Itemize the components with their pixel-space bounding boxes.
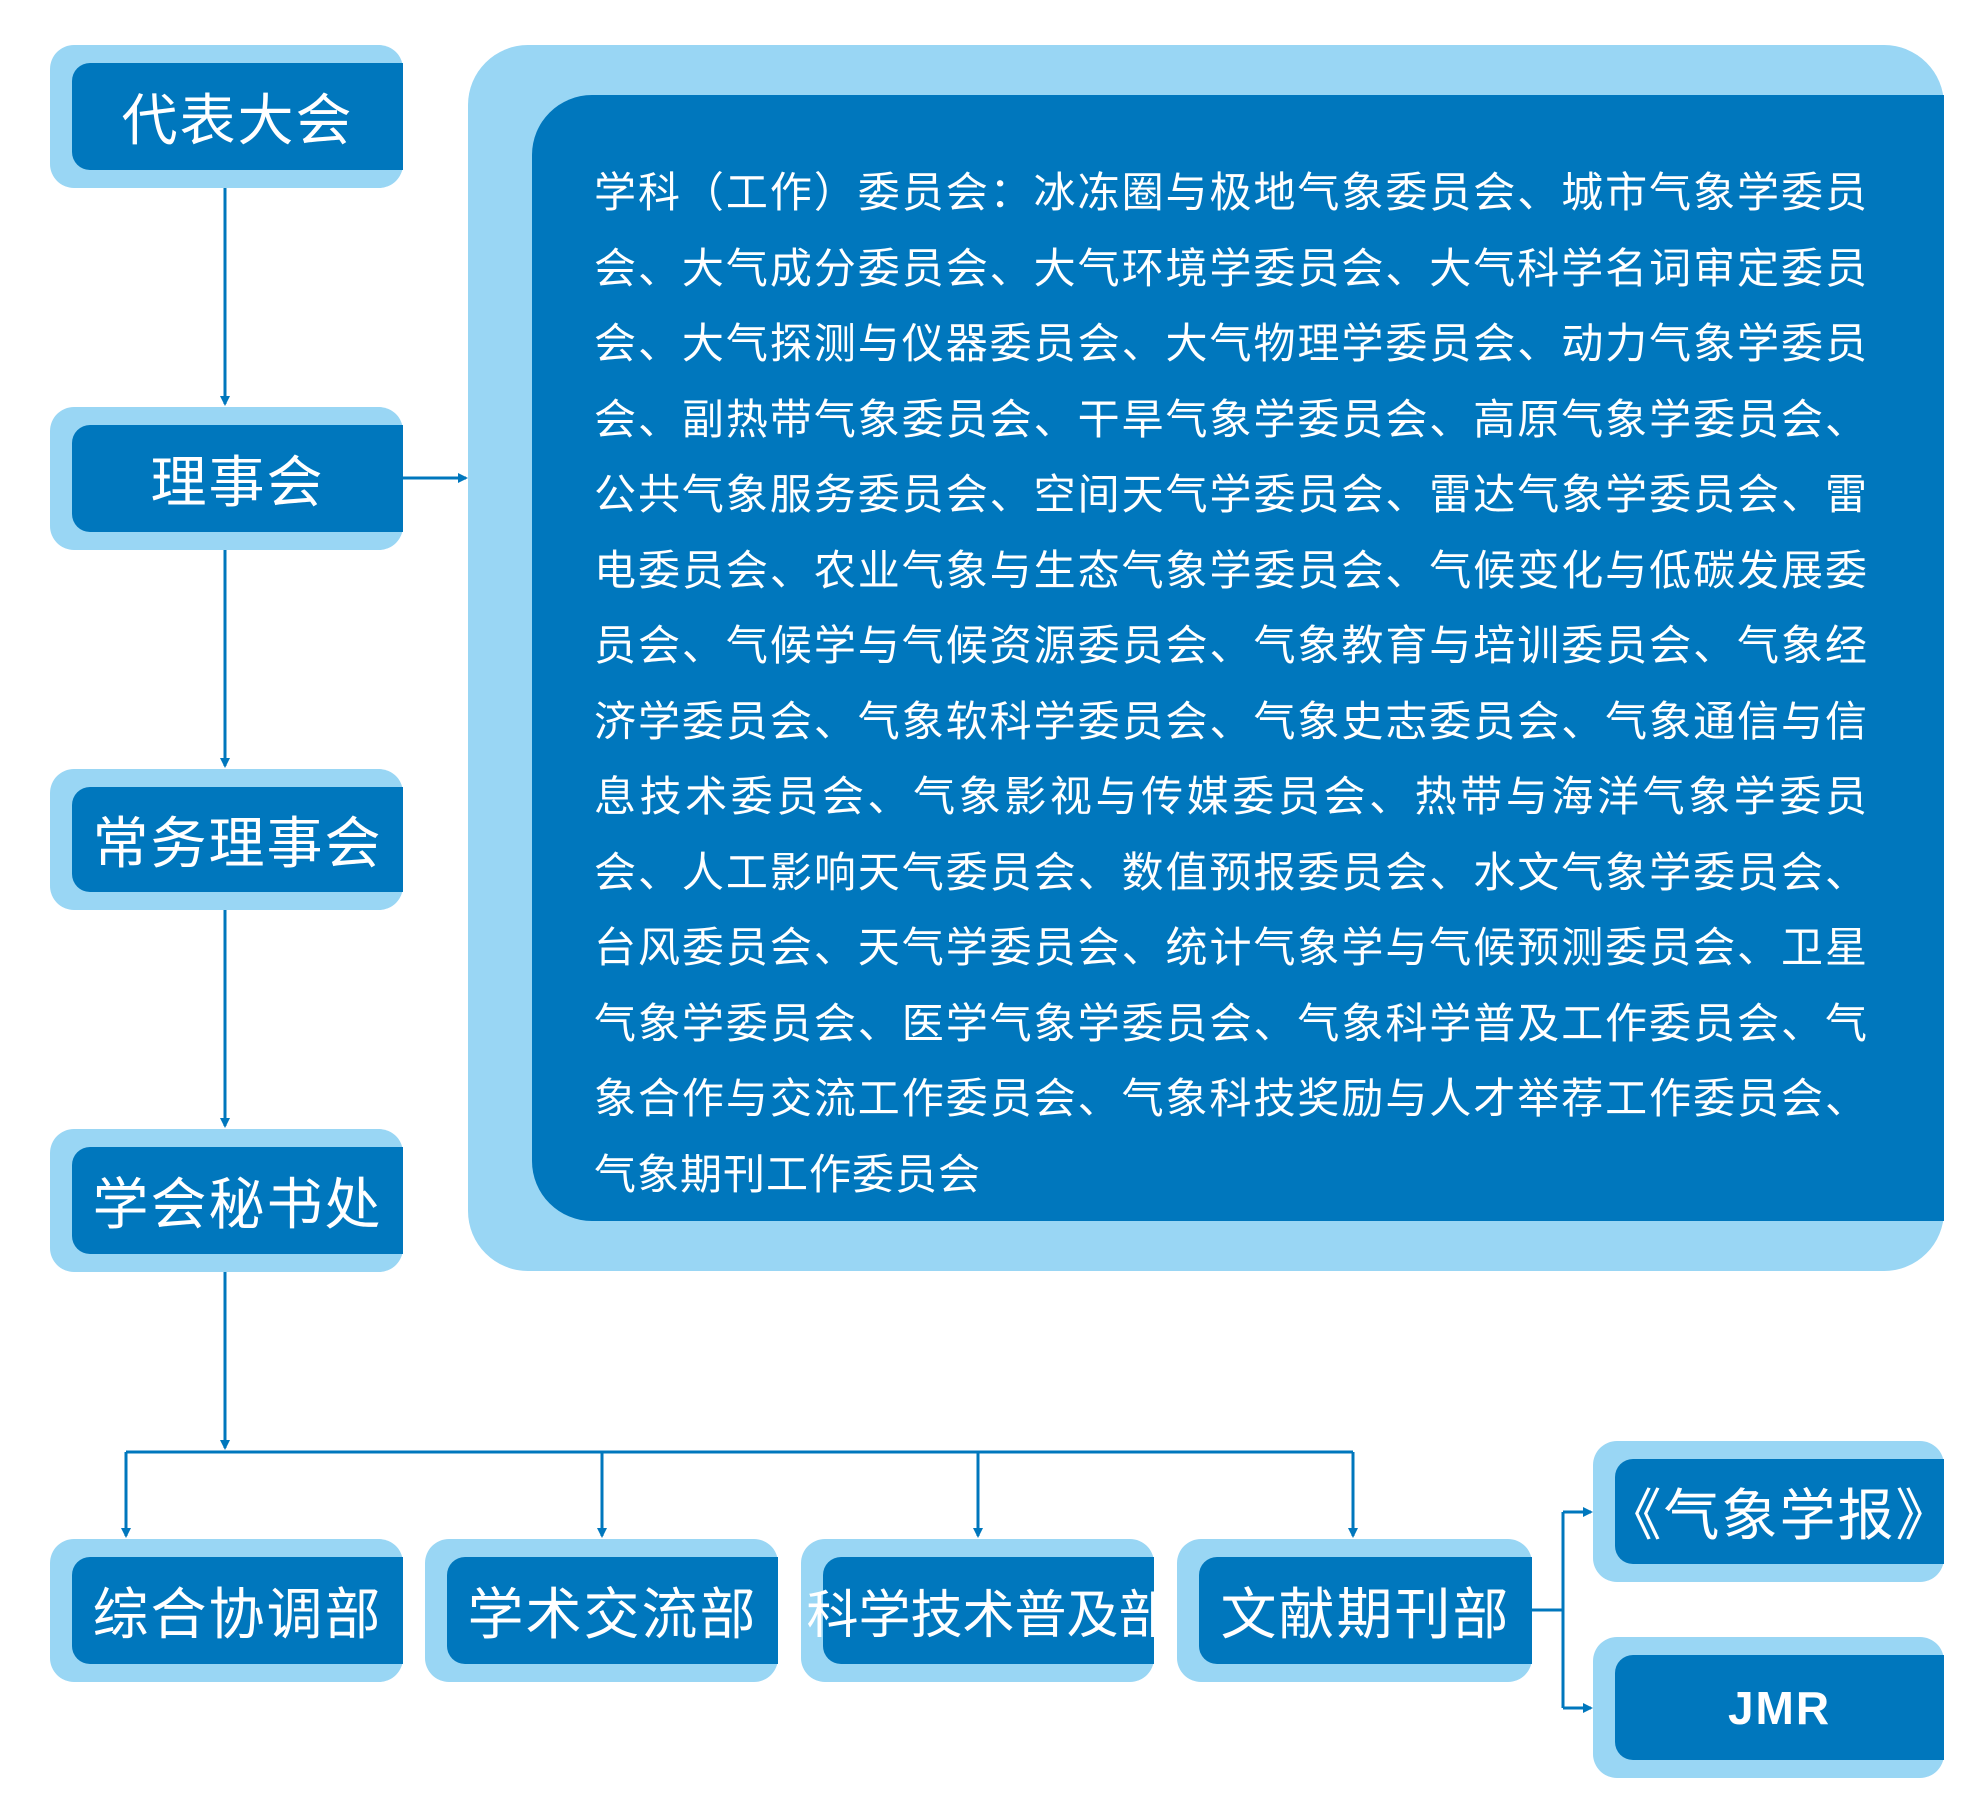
committees-text: 学科（工作）委员会：冰冻圈与极地气象委员会、城市气象学委员会、大气成分委员会、大… <box>594 168 1868 1199</box>
committees-panel: 学科（工作）委员会：冰冻圈与极地气象委员会、城市气象学委员会、大气成分委员会、大… <box>468 45 1944 1271</box>
congress-label: 代表大会 <box>72 63 403 170</box>
dept-coordination-label: 综合协调部 <box>72 1557 403 1664</box>
journal-acta-node: 《气象学报》 <box>1593 1441 1952 1582</box>
dept-popularization-label: 科学技术普及部 <box>807 1557 1171 1664</box>
standing-council-label: 常务理事会 <box>72 787 403 892</box>
standing-council-node: 常务理事会 <box>50 769 403 910</box>
dept-coordination-node: 综合协调部 <box>50 1539 403 1682</box>
journal-jmr-label: JMR <box>1615 1655 1944 1760</box>
dept-academic-node: 学术交流部 <box>425 1539 778 1682</box>
committees-panel-inner: 学科（工作）委员会：冰冻圈与极地气象委员会、城市气象学委员会、大气成分委员会、大… <box>532 95 1944 1221</box>
secretariat-label: 学会秘书处 <box>72 1147 403 1254</box>
dept-popularization-node: 科学技术普及部 <box>801 1539 1171 1682</box>
congress-node: 代表大会 <box>50 45 403 188</box>
dept-academic-label: 学术交流部 <box>447 1557 778 1664</box>
journal-jmr-node: JMR <box>1593 1637 1944 1778</box>
secretariat-node: 学会秘书处 <box>50 1129 403 1272</box>
council-node: 理事会 <box>50 407 403 550</box>
journal-acta-label: 《气象学报》 <box>1606 1459 1952 1564</box>
dept-publications-label: 文献期刊部 <box>1199 1557 1532 1664</box>
dept-publications-node: 文献期刊部 <box>1177 1539 1532 1682</box>
council-label: 理事会 <box>72 425 403 532</box>
